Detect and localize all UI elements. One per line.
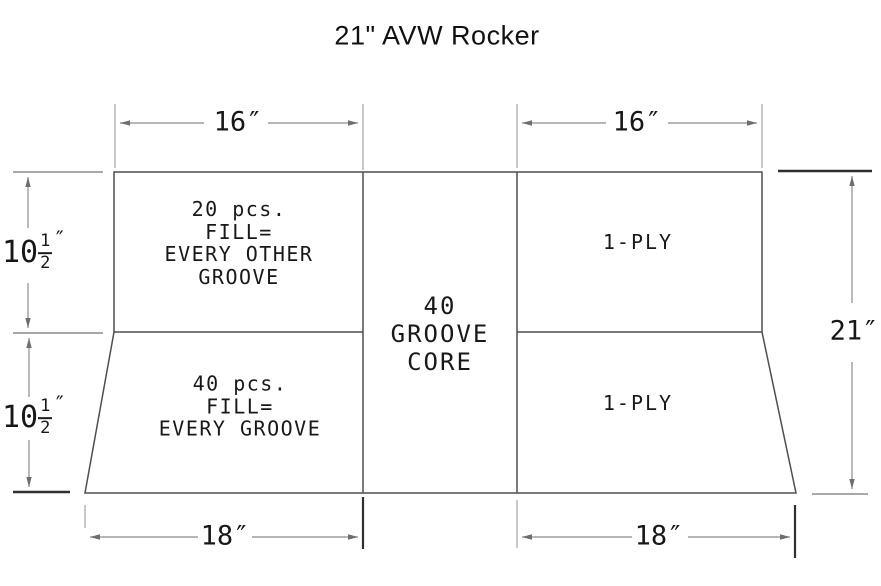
panel-lower-left-note: 40 pcs. FILL= EVERY GROOVE bbox=[158, 371, 322, 441]
dim-upper-height: 10 1 2 ″ bbox=[2, 229, 66, 273]
panel-center-note: 40 GROOVE CORE bbox=[390, 292, 490, 376]
dim-top-right-width: 16″ bbox=[612, 106, 662, 138]
dim-bottom-left-width: 18″ bbox=[200, 520, 250, 552]
shape-outline bbox=[84, 171, 797, 494]
dim-lower-height-fraction: 1 2 bbox=[38, 396, 53, 438]
dim-lower-height-unit: ″ bbox=[53, 392, 67, 417]
dim-upper-height-unit: ″ bbox=[53, 227, 67, 252]
panel-upper-right-note: 1-PLY bbox=[602, 229, 674, 254]
dim-top-left-width: 16″ bbox=[213, 106, 263, 138]
dim-lower-height: 10 1 2 ″ bbox=[2, 394, 66, 438]
drawing-title: 21" AVW Rocker bbox=[334, 20, 540, 51]
dimension-lines bbox=[25, 120, 855, 540]
extension-lines bbox=[84, 104, 763, 548]
panel-lower-right-note: 1-PLY bbox=[602, 390, 674, 415]
dim-bottom-right-width: 18″ bbox=[634, 520, 684, 552]
dim-upper-height-whole: 10 bbox=[2, 235, 39, 270]
dim-overall-height: 21″ bbox=[829, 315, 879, 347]
tick-lines bbox=[13, 169, 872, 558]
panel-upper-left-note: 20 pcs. FILL= EVERY OTHER GROOVE bbox=[164, 197, 314, 289]
dim-lower-height-whole: 10 bbox=[2, 400, 39, 435]
dim-upper-height-fraction: 1 2 bbox=[38, 231, 53, 273]
